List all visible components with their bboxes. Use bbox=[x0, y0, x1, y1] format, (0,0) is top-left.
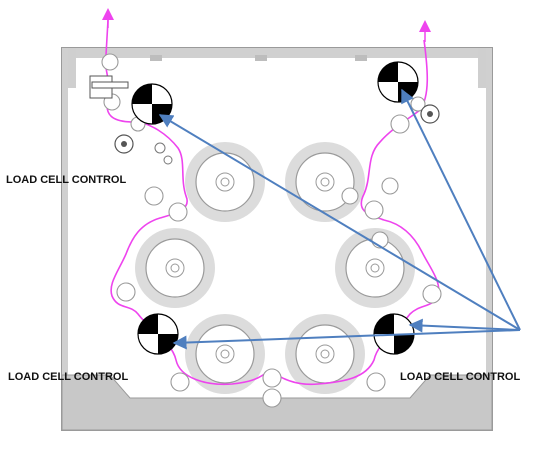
idler-roller-icon bbox=[168, 202, 188, 222]
load-cell-icon bbox=[131, 83, 173, 125]
idler-roller-icon bbox=[262, 368, 282, 388]
idler-roller-icon bbox=[390, 114, 410, 134]
idler-roller-icon bbox=[341, 187, 359, 205]
idler-roller-icon bbox=[144, 186, 164, 206]
load-cell-group bbox=[131, 61, 419, 355]
idler-roller-icon bbox=[366, 372, 386, 392]
load-cell-icon bbox=[377, 61, 419, 103]
idler-roller-icon bbox=[170, 372, 190, 392]
arrow-to-top-left bbox=[158, 114, 521, 331]
drum-group bbox=[135, 142, 415, 394]
arrow-to-bottom-right bbox=[408, 318, 521, 333]
idler-roller-icon bbox=[116, 282, 136, 302]
drum-icon bbox=[335, 228, 415, 308]
label-load-cell-bottom-left: LOAD CELL CONTROL bbox=[8, 371, 129, 383]
idler-roller-icon bbox=[422, 284, 442, 304]
idler-roller-icon bbox=[381, 177, 399, 195]
drum-icon bbox=[185, 314, 265, 394]
label-load-cell-bottom-right: LOAD CELL CONTROL bbox=[400, 371, 521, 383]
idler-roller-icon bbox=[364, 200, 384, 220]
load-cell-icon bbox=[137, 313, 179, 355]
idler-roller-icon bbox=[101, 53, 119, 71]
drum-icon bbox=[285, 142, 365, 222]
arrow-to-top-right bbox=[401, 88, 521, 331]
web-path bbox=[102, 7, 440, 386]
idler-roller-icon bbox=[262, 388, 282, 408]
label-load-cell-top-left: LOAD CELL CONTROL bbox=[6, 174, 127, 186]
tension-mechanism bbox=[89, 75, 440, 165]
drum-icon bbox=[185, 142, 265, 222]
drum-icon bbox=[135, 228, 215, 308]
arrows bbox=[158, 88, 521, 350]
drum-icon bbox=[285, 314, 365, 394]
arrow-to-bottom-left bbox=[172, 329, 521, 350]
idler-roller-group bbox=[101, 53, 442, 408]
